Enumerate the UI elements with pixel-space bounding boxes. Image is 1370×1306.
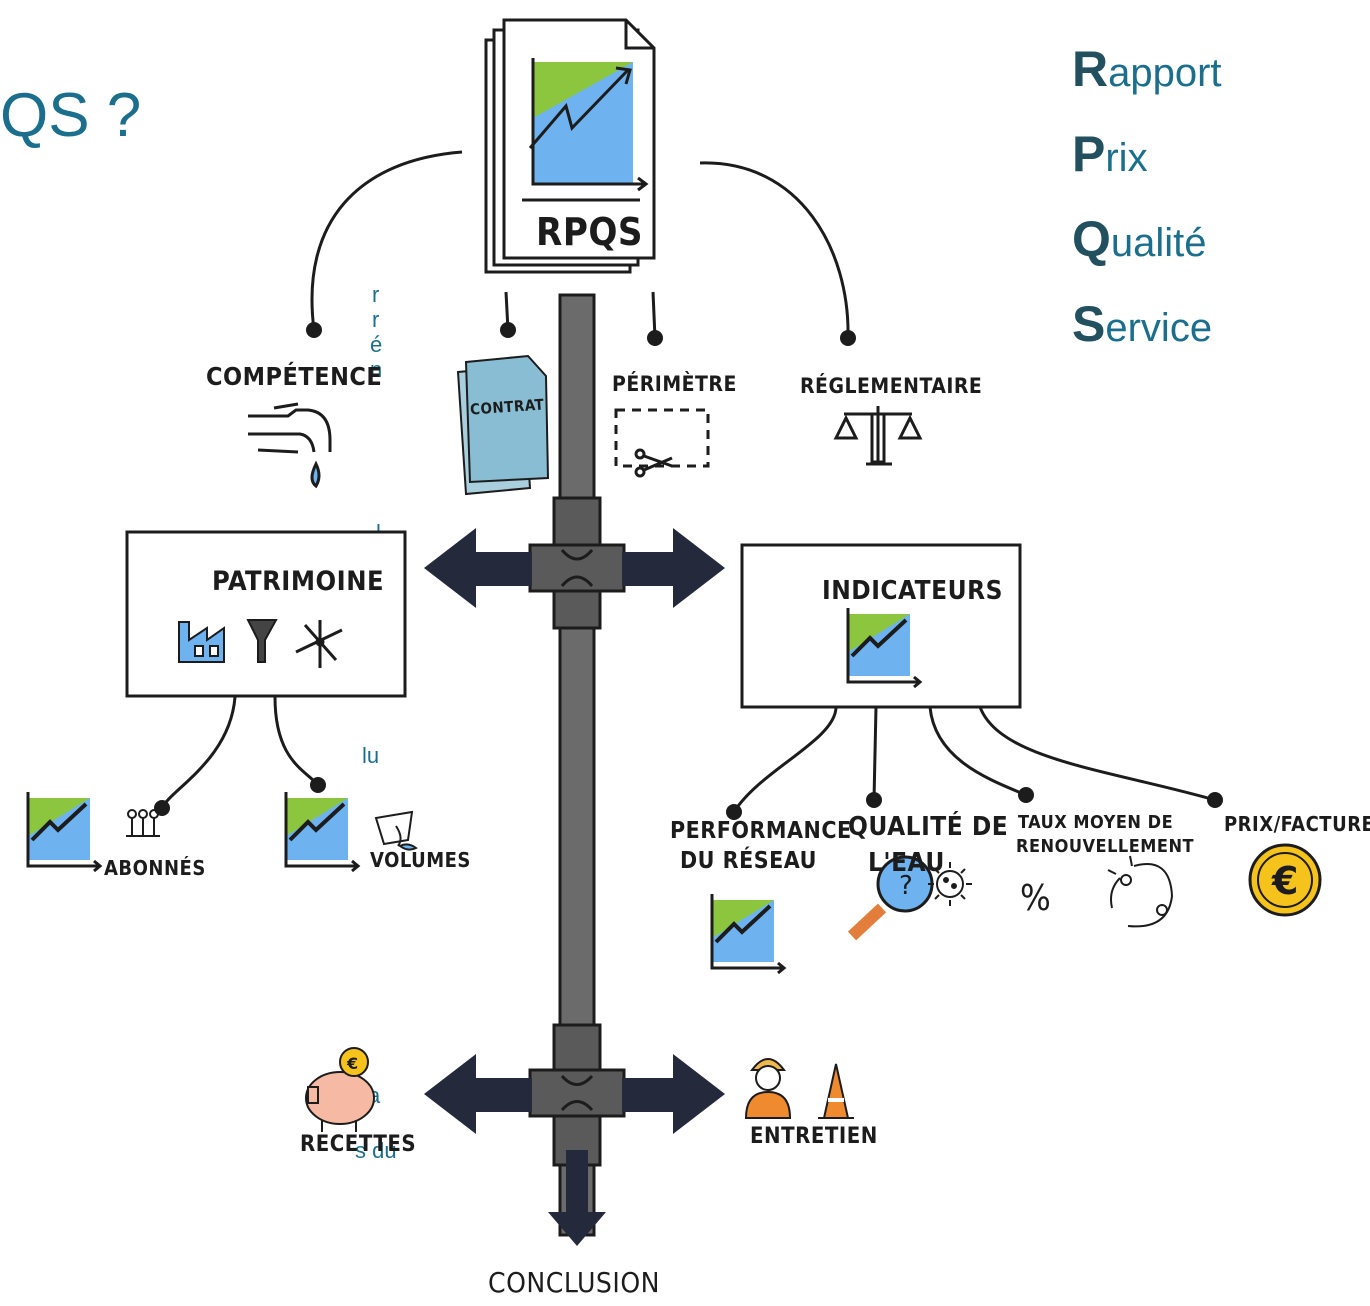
scales-icon [833,406,923,466]
performance-chart-icon [710,892,786,975]
label-competence: COMPÉTENCE [206,362,383,391]
connector-dots [154,322,1223,820]
acronym-rapport: Rapport [1072,41,1222,97]
text-fragment: r [372,282,380,307]
label-rpqs: RPQS [536,210,644,254]
rpqs-document-icon [484,18,656,274]
factory-icon [178,621,225,663]
text-fragment: é [370,332,383,357]
label-recettes: RECETTES [300,1132,417,1157]
page-title: QS ? [0,81,142,150]
label-volumes: VOLUMES [370,848,471,872]
label-indicateurs: INDICATEURS [822,576,1003,606]
connector-lines [160,150,1216,813]
svg-text:€: € [1271,859,1298,903]
central-pipe [528,293,626,1237]
traffic-cone-icon [818,1063,854,1119]
svg-text:?: ? [899,871,913,901]
acronym-prix: Prix [1072,126,1148,182]
people-icon [126,809,160,837]
label-performance: PERFORMANCE [670,818,852,844]
abonnes-chart-icon [26,790,102,873]
label-prix-facture: PRIX/FACTURE [1224,812,1370,836]
label-reglementaire: RÉGLEMENTAIRE [800,374,983,398]
indicateurs-chart-icon [846,606,922,689]
svg-text:€: € [346,1054,358,1073]
cycle-icon [1107,855,1174,928]
label-entretien: ENTRETIEN [750,1124,878,1149]
acronym-qualite: Qualité [1072,211,1207,267]
label-taux-moyen: TAUX MOYEN DE [1018,812,1174,833]
label-perimetre: PÉRIMÈTRE [612,372,737,396]
worker-icon [744,1058,792,1119]
text-fragment: s du [355,1138,397,1163]
euro-coin-icon: € [1248,843,1322,917]
faucet-icon [248,402,332,489]
perimetre-icon [614,408,710,478]
navy-arrows [424,528,725,1246]
label-patrimoine: PATRIMOINE [212,566,385,597]
magnifier-icon: ? [847,855,934,941]
text-fragment: n [370,357,383,382]
acronym-service: Service [1072,296,1213,352]
label-qualite: QUALITÉ DE [848,812,1009,842]
patrimoine-box [125,530,407,698]
bucket-icon [374,810,418,851]
network-icon [295,620,343,668]
text-fragment: lu [362,743,380,768]
volumes-chart-icon [284,790,360,873]
label-abonnes: ABONNÉS [104,856,206,880]
label-renouvellement: RENOUVELLEMENT [1016,836,1195,857]
label-du-reseau: DU RÉSEAU [680,848,817,874]
contrat-icon [456,354,550,496]
label-eau: L'EAU [868,848,945,878]
text-fragment: r [372,307,380,332]
piggy-bank-icon: € [305,1047,375,1132]
label-conclusion: CONCLUSION [488,1266,661,1299]
label-percent: % [1020,878,1052,919]
virus-icon [928,862,972,906]
filter-icon [246,619,278,663]
